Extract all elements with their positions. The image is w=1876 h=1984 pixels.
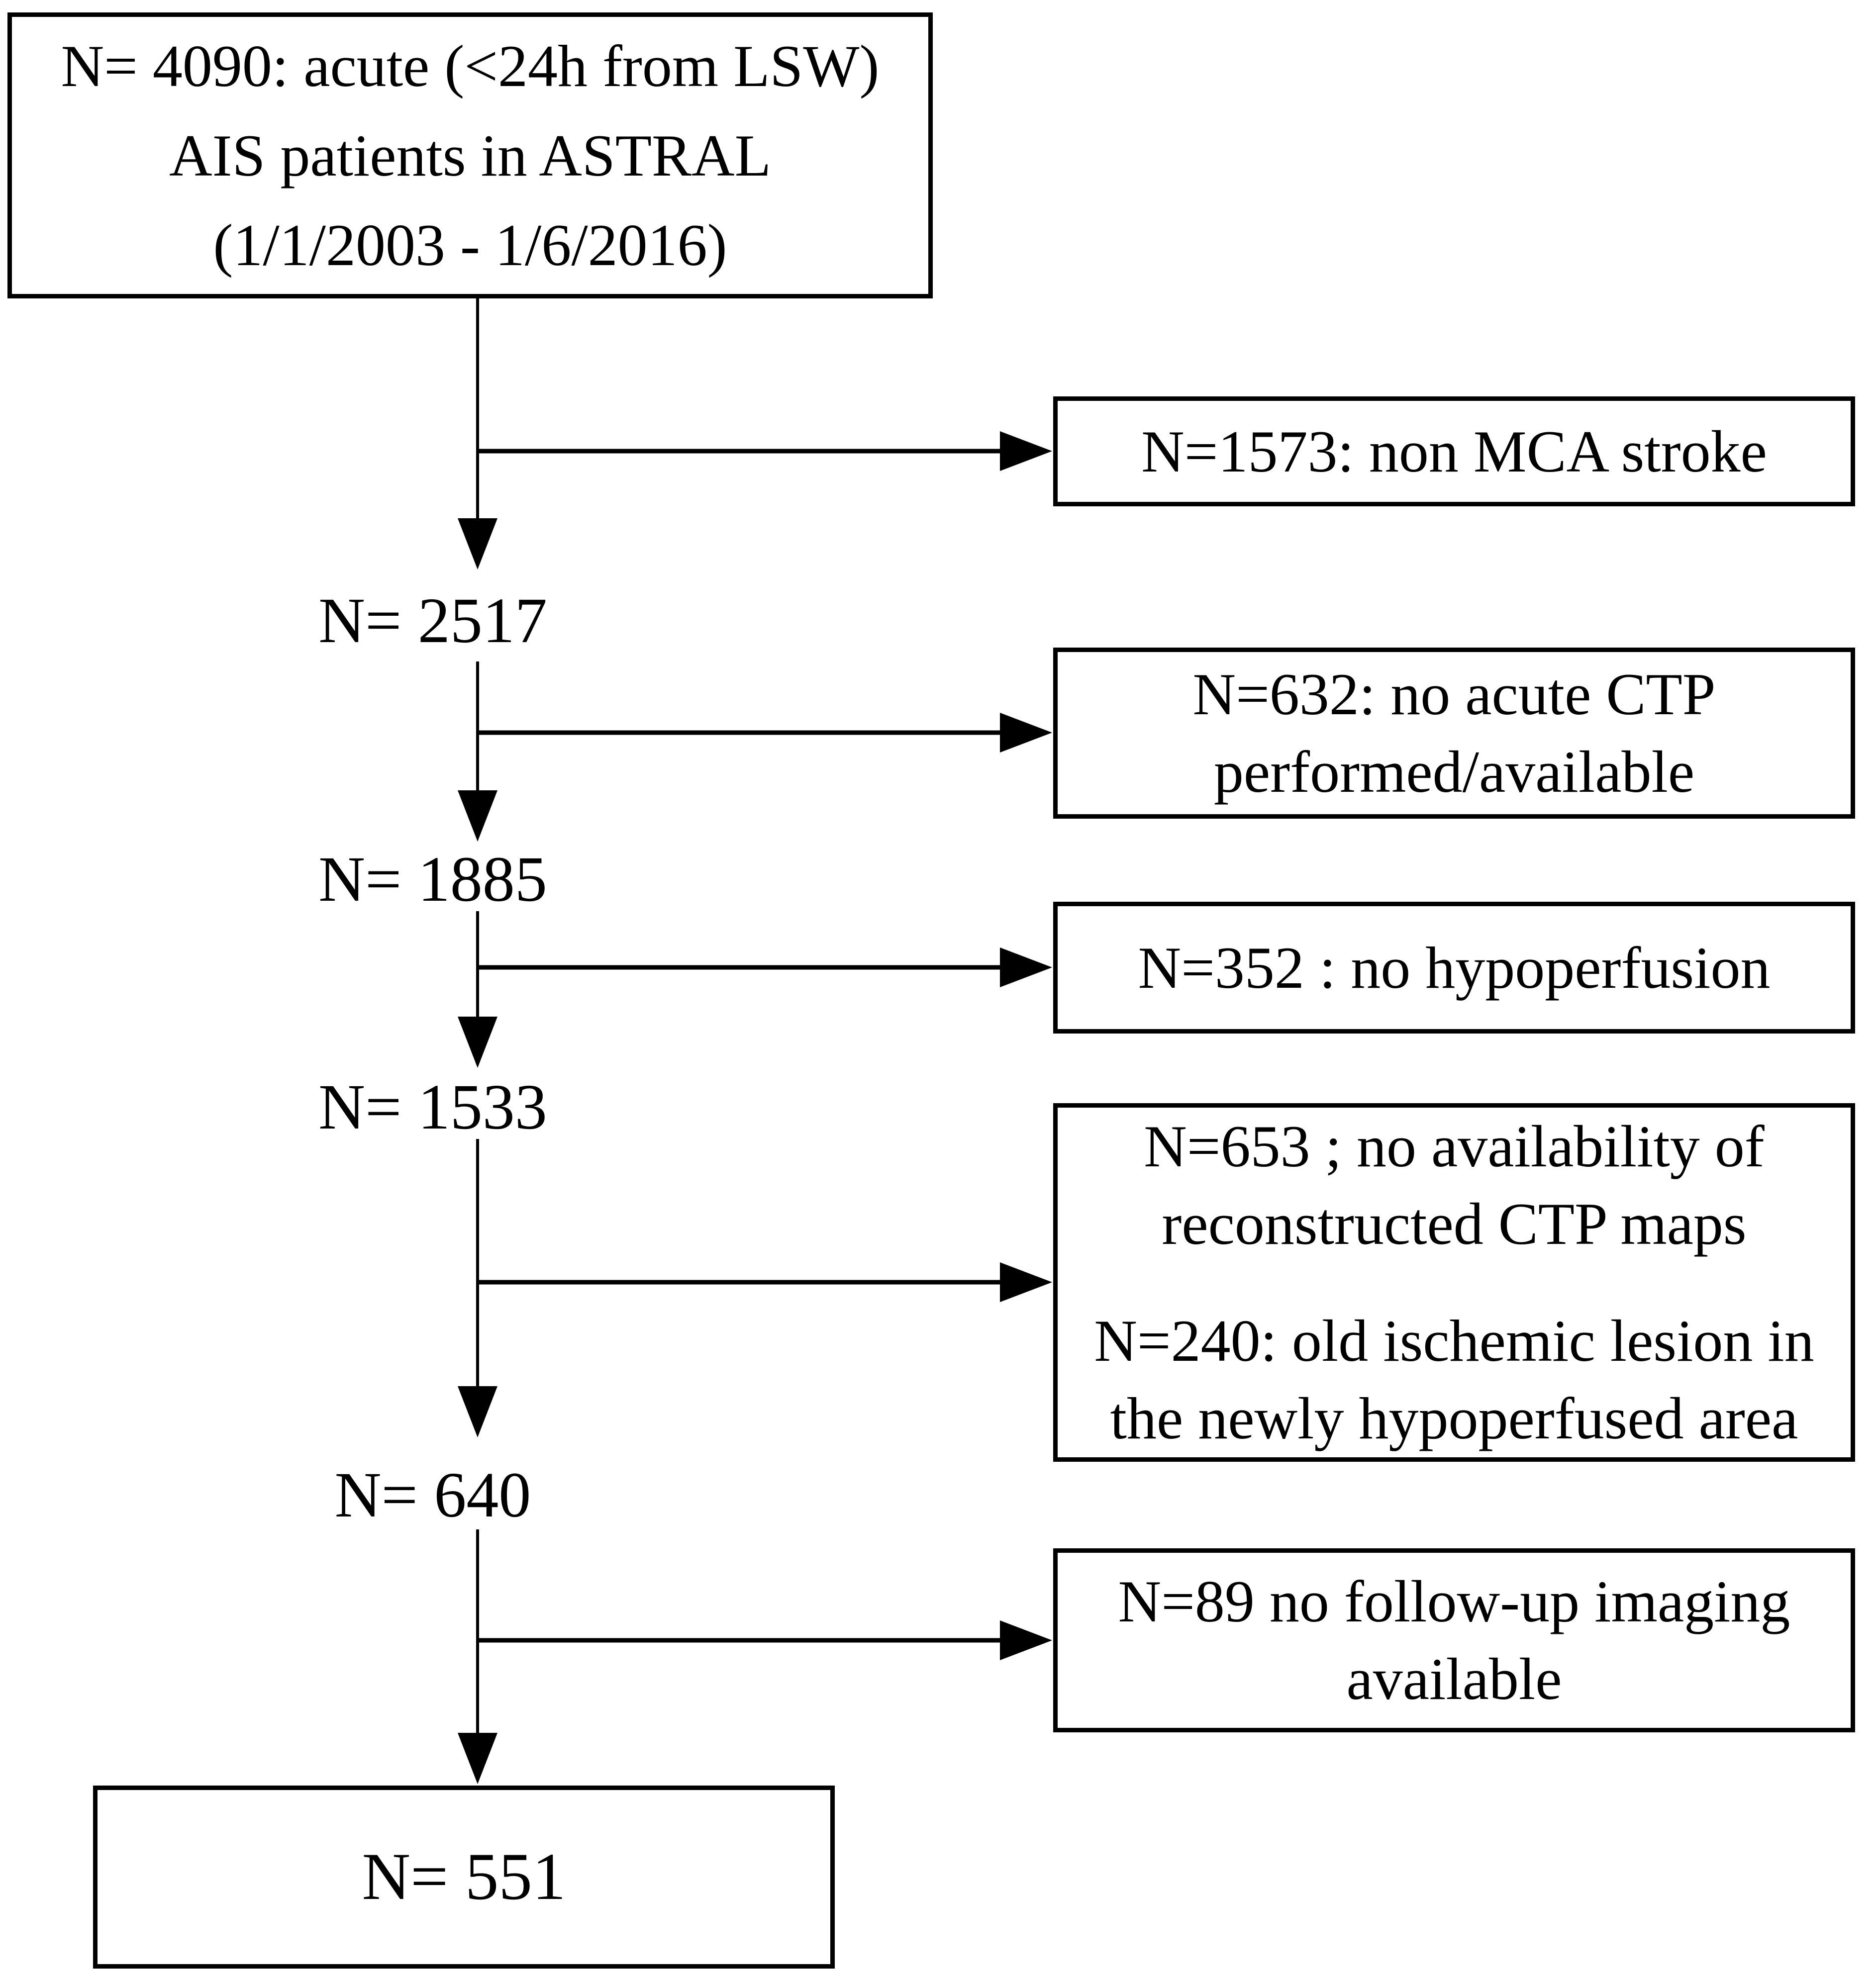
arrowhead-right-icon-5 <box>1000 1620 1052 1660</box>
exclusion-line: N=89 no follow-up imaging <box>1118 1568 1790 1634</box>
enrollment-line: N= 4090: acute (<24h from LSW) <box>61 32 880 99</box>
arrowhead-down-icon-4 <box>458 1386 497 1437</box>
exclusion-line: N=352 : no hypoperfusion <box>1138 934 1771 1001</box>
arrowhead-right-icon-2 <box>1000 713 1052 753</box>
exclusion-box-no-followup-imaging: N=89 no follow-up imaging available <box>1053 1548 1855 1732</box>
exclusion-line: N=653 ; no availability of <box>1144 1113 1765 1179</box>
final-count-label: N= 551 <box>362 1840 566 1914</box>
enrollment-line: (1/1/2003 - 1/6/2016) <box>213 211 727 278</box>
count-label-1533: N= 1533 <box>318 1071 547 1143</box>
exclusion-box-no-acute-ctp: N=632: no acute CTP performed/available <box>1053 648 1855 819</box>
count-label-640: N= 640 <box>334 1459 531 1531</box>
exclusion-line: the newly hypoperfused area <box>1110 1385 1798 1451</box>
arrowhead-down-icon-5 <box>458 1733 497 1784</box>
enrollment-box: N= 4090: acute (<24h from LSW) AIS patie… <box>7 12 933 298</box>
final-cohort-box: N= 551 <box>93 1786 835 1969</box>
exclusion-line: N=1573: non MCA stroke <box>1141 418 1767 484</box>
exclusion-line: N=240: old ischemic lesion in <box>1094 1308 1814 1374</box>
count-label-2517: N= 2517 <box>318 585 547 657</box>
exclusion-box-no-hypoperfusion: N=352 : no hypoperfusion <box>1053 902 1855 1034</box>
exclusion-box-no-ctp-maps-old-lesion: N=653 ; no availability of reconstructed… <box>1053 1103 1855 1462</box>
count-label-1885: N= 1885 <box>318 844 547 915</box>
arrowhead-right-icon-3 <box>1000 947 1052 987</box>
arrowhead-down-icon-2 <box>458 790 497 842</box>
arrowhead-down-icon-1 <box>458 518 497 569</box>
arrowhead-down-icon-3 <box>458 1017 497 1068</box>
exclusion-line: N=632: no acute CTP <box>1192 661 1716 727</box>
exclusion-box-non-mca-stroke: N=1573: non MCA stroke <box>1053 396 1855 506</box>
arrowhead-right-icon-4 <box>1000 1262 1052 1302</box>
enrollment-line: AIS patients in ASTRAL <box>169 122 772 189</box>
exclusion-line: available <box>1346 1646 1562 1712</box>
exclusion-line: reconstructed CTP maps <box>1162 1191 1747 1257</box>
exclusion-line: performed/available <box>1213 739 1695 805</box>
arrowhead-right-icon-1 <box>1000 431 1052 471</box>
